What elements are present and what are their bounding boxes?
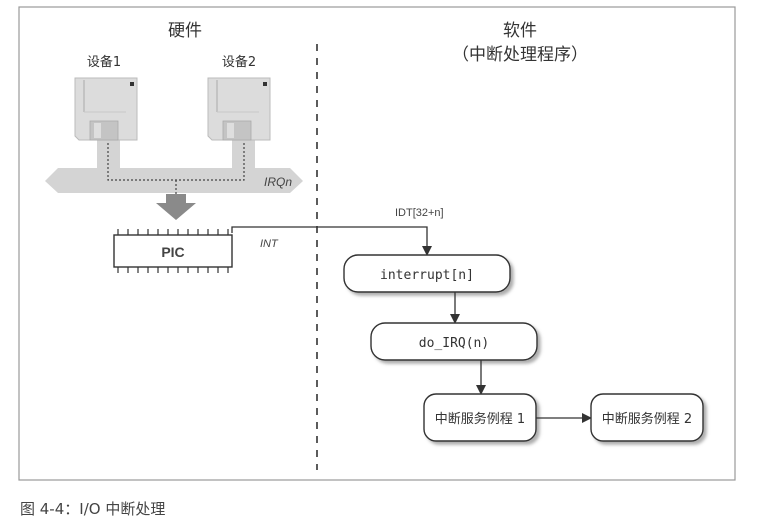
idt-label: IDT[32+n] (395, 207, 444, 219)
bus-to-pic-arrow-icon (156, 194, 196, 220)
figure-frame (18, 6, 736, 481)
irq-bus-label: IRQn (264, 175, 292, 189)
isr-1-label: 中断服务例程 1 (435, 411, 525, 427)
device-2-floppy-icon (207, 77, 271, 141)
software-subtitle: （中断处理程序） (452, 45, 588, 65)
device-2-label: 设备2 (222, 54, 256, 70)
int-label: INT (260, 238, 279, 250)
irq-signal-path (107, 143, 245, 203)
interrupt-stub-label: interrupt[n] (380, 268, 474, 283)
hardware-title: 硬件 (168, 21, 202, 41)
int-line (231, 226, 432, 256)
do-irq-label: do_IRQ(n) (419, 336, 489, 351)
interrupt-stub-box (343, 254, 511, 293)
pic-label: PIC (161, 244, 184, 260)
do-irq-box (370, 322, 538, 361)
device-1-label: 设备1 (87, 54, 121, 70)
isr-2-label: 中断服务例程 2 (602, 411, 692, 427)
pic-chip (113, 229, 233, 273)
software-title: 软件 (503, 21, 537, 41)
figure-caption: 图 4-4：I/O 中断处理 (20, 500, 166, 518)
device-1-floppy-icon (74, 77, 138, 141)
irq-bus (45, 140, 303, 193)
isr-2-box (590, 393, 704, 442)
